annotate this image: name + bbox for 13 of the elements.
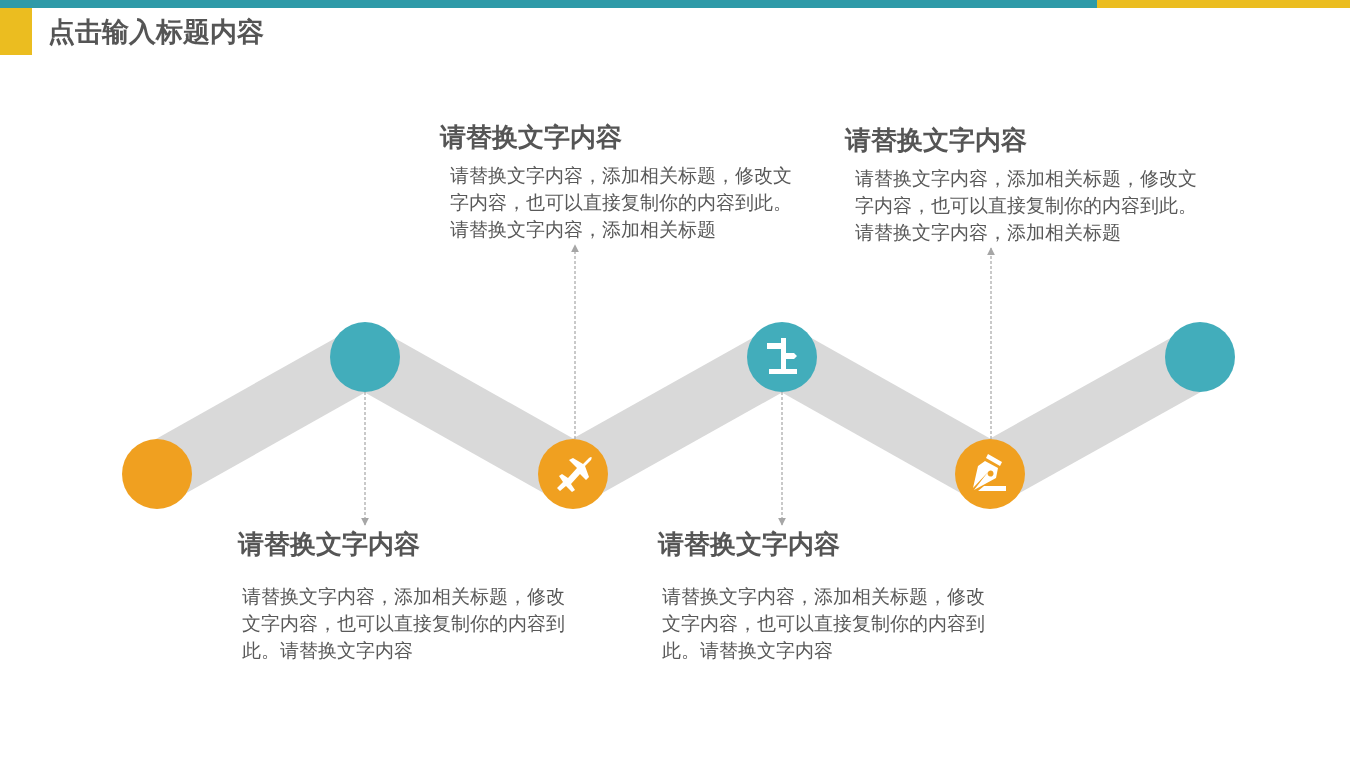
dashed-arrow [987, 247, 995, 440]
description: 请替换文字内容，添加相关标题，修改文字内容，也可以直接复制你的内容到此。请替换文字内容 [662, 585, 986, 663]
title: 点击输入标题内容 [48, 15, 264, 49]
heading: 请替换文字内容 [658, 528, 840, 561]
dashed-arrow [778, 391, 786, 526]
heading: 请替换文字内容 [440, 121, 622, 154]
dashed-arrow [571, 244, 579, 440]
description: 请替换文字内容，添加相关标题，修改文字内容，也可以直接复制你的内容到此。请替换文字内容 [242, 585, 566, 663]
heading: 请替换文字内容 [845, 124, 1027, 157]
description: 请替换文字内容，添加相关标题，修改文字内容，也可以直接复制你的内容到此。请替换文字内容，添加相关标题 [450, 164, 793, 242]
description: 请替换文字内容，添加相关标题，修改文字内容，也可以直接复制你的内容到此。请替换文字内容，添加相关标题 [855, 167, 1198, 245]
heading: 请替换文字内容 [238, 528, 420, 561]
dashed-arrow [361, 391, 369, 526]
